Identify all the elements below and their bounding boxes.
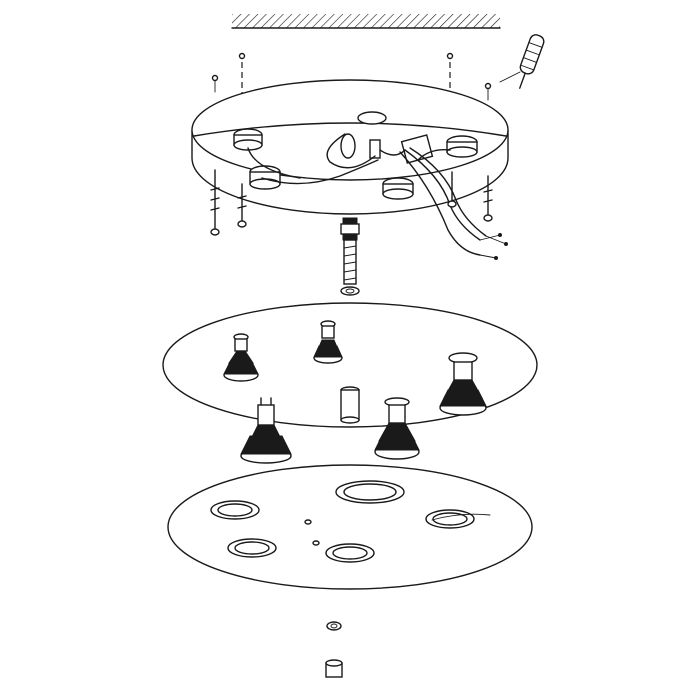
internal-wiring — [247, 133, 451, 185]
lamp-socket — [233, 111, 478, 200]
threaded-rod — [340, 217, 360, 285]
wall-plug — [210, 169, 493, 236]
inset-leader — [499, 71, 521, 83]
cap-nut — [325, 659, 343, 678]
ceiling-hatch — [231, 14, 501, 29]
reflector-disc — [162, 302, 538, 428]
terminal-block — [369, 134, 434, 164]
cover-plate — [167, 464, 533, 590]
center-nut — [326, 621, 342, 631]
spacer-tube — [340, 386, 360, 424]
star-washer — [340, 286, 360, 296]
mounting-screw — [211, 52, 492, 101]
spot-ring — [210, 480, 491, 563]
gu10-bulb — [223, 320, 487, 464]
wall-plug-inset — [519, 34, 545, 89]
